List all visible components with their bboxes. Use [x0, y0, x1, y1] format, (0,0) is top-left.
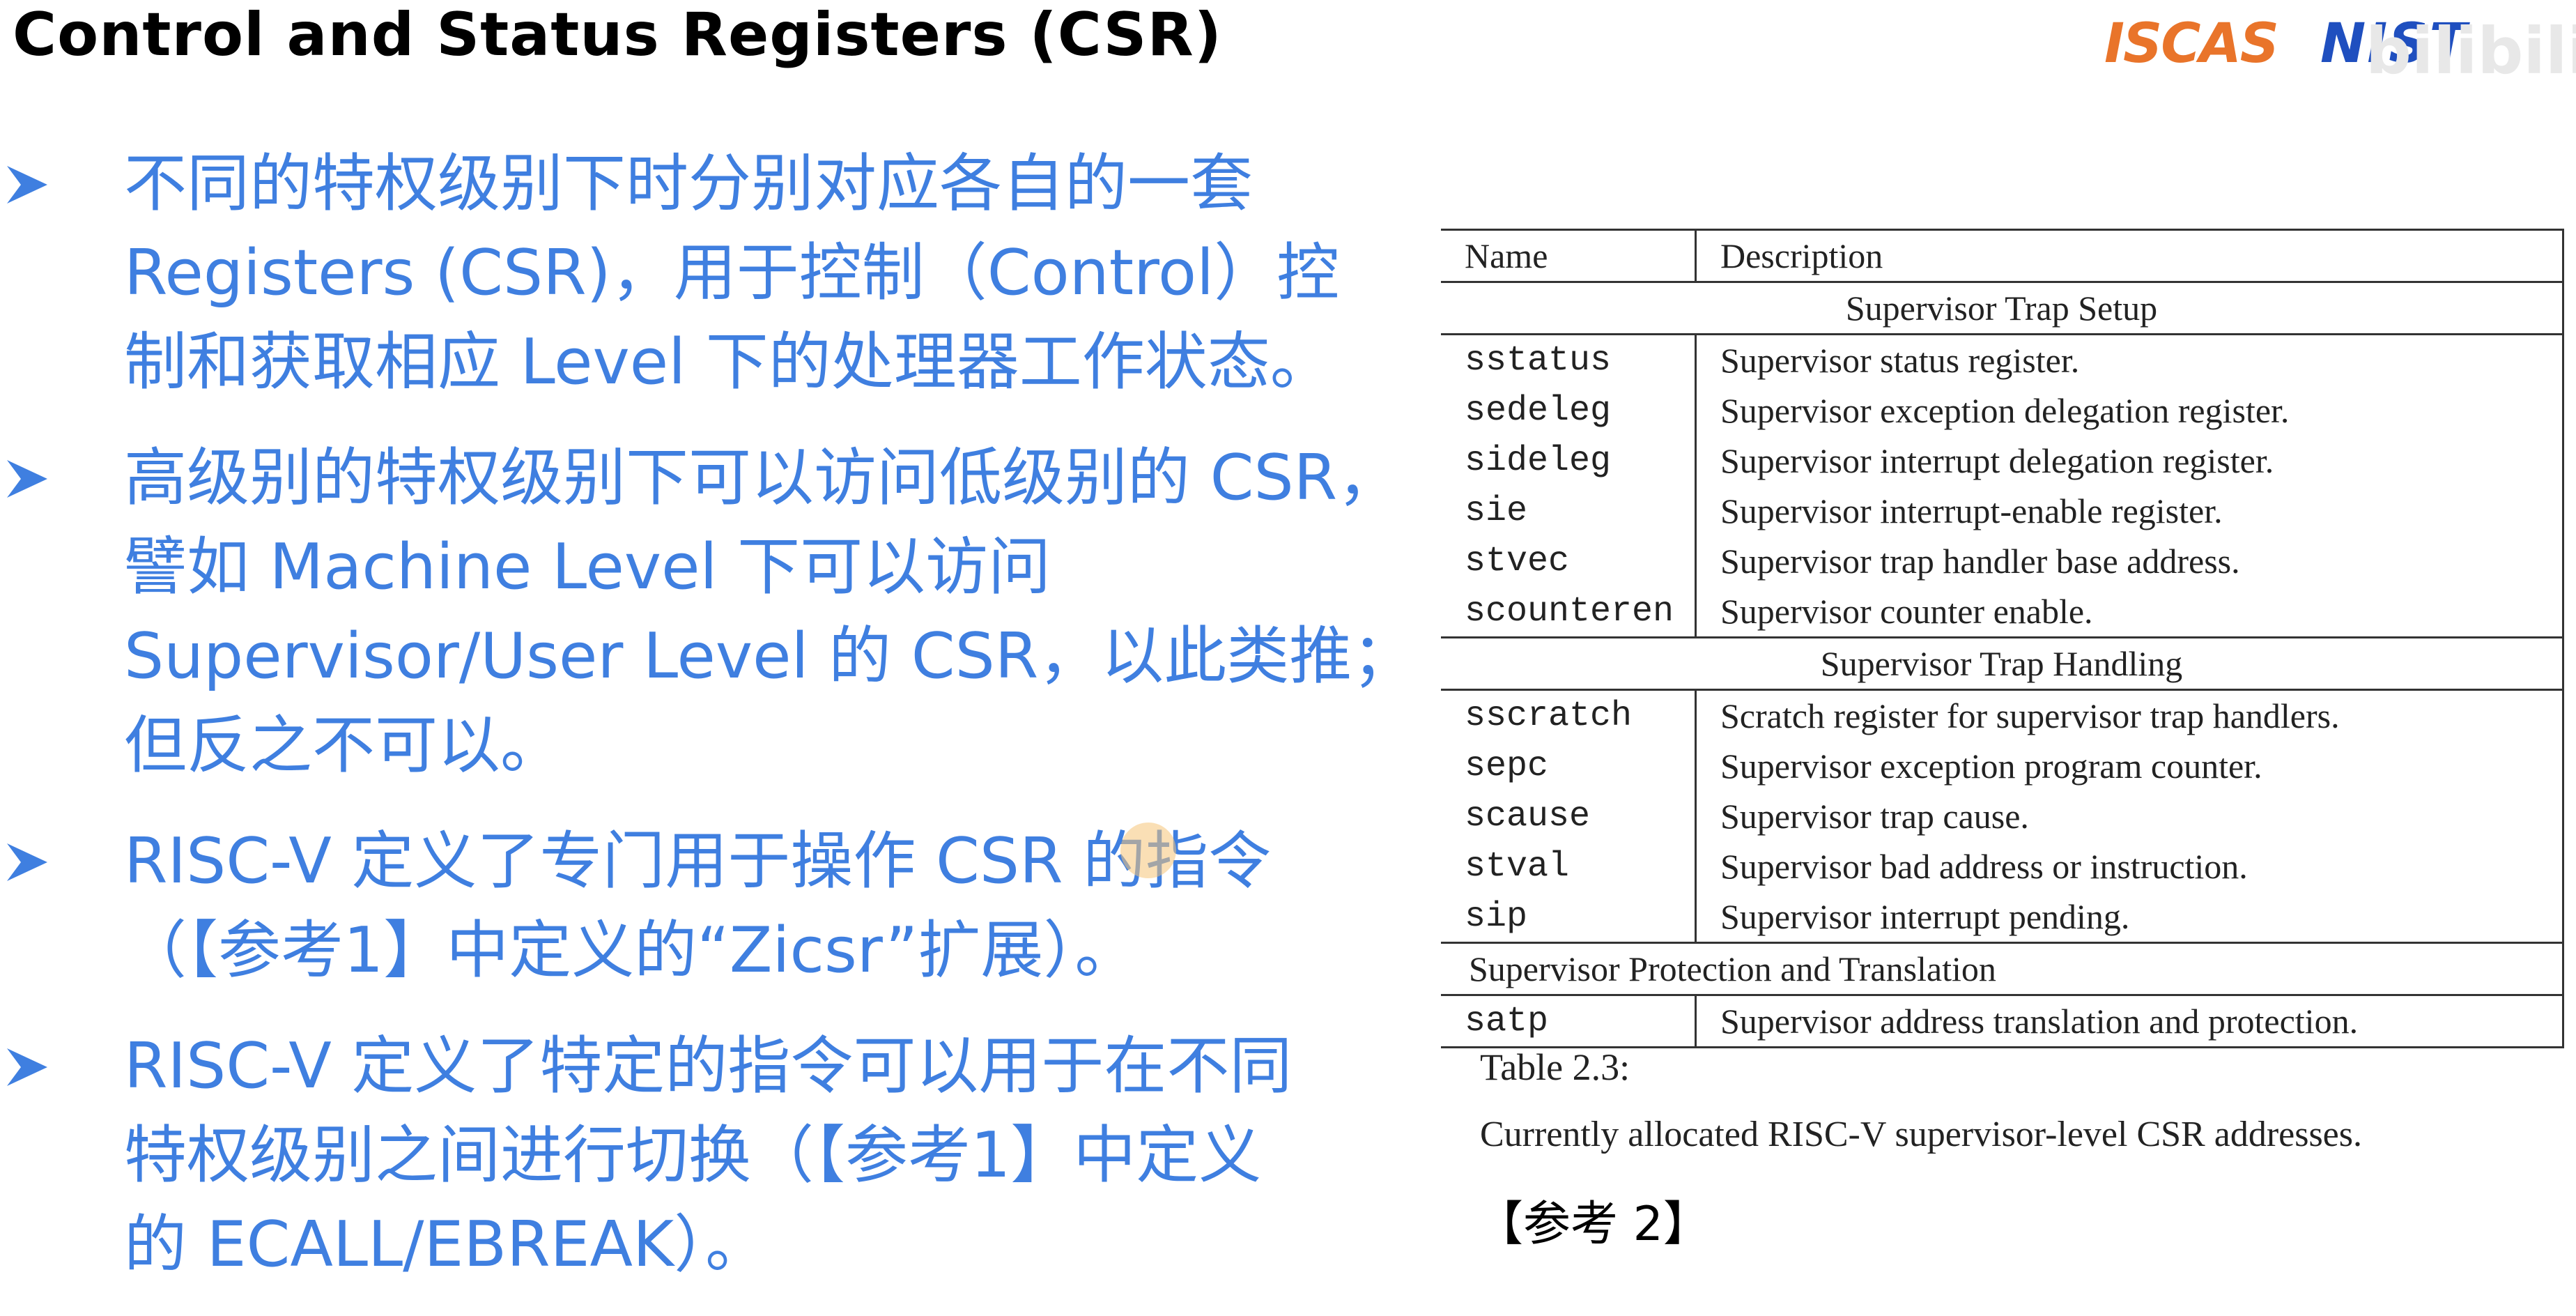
register-name: stvec [1441, 536, 1697, 586]
register-name: sscratch [1441, 689, 1697, 741]
bullet-item: 高级别的特权级别下可以访问低级别的 CSR， 譬如 Machine Level … [0, 434, 1449, 790]
register-description: Supervisor trap cause. [1695, 791, 2564, 841]
register-name: sepc [1441, 741, 1697, 791]
bullet-list: 不同的特权级别下时分别对应各自的一套 Registers (CSR)，用于控制（… [0, 139, 1449, 1316]
bullet-line: RISC-V 定义了专门用于操作 CSR 的指令 [124, 825, 1272, 898]
nist-logo: NIST [2320, 13, 2468, 75]
arrowhead-bullet-icon [7, 460, 47, 498]
bullet-line: 制和获取相应 Level 下的处理器工作状态。 [124, 326, 1333, 399]
register-description: Supervisor address translation and prote… [1695, 995, 2564, 1048]
slide-title: Control and Status Registers (CSR) [13, 0, 1222, 70]
register-description: Supervisor interrupt-enable register. [1695, 486, 2564, 536]
bullet-line: Supervisor/User Level 的 CSR，以此类推； [124, 620, 1415, 693]
table-section-row: Supervisor Trap Setup [1441, 282, 2564, 335]
arrowhead-bullet-icon [7, 843, 47, 881]
iscas-logo: ISCAS [2104, 13, 2279, 75]
register-description: Supervisor bad address or instruction. [1695, 841, 2564, 892]
table-caption-text: Currently allocated RISC-V supervisor-le… [1480, 1115, 2363, 1154]
register-description: Supervisor exception program counter. [1695, 741, 2564, 791]
register-description: Supervisor trap handler base address. [1695, 536, 2564, 586]
register-name: sedeleg [1441, 385, 1697, 436]
column-header-description: Description [1695, 229, 2564, 283]
register-description: Supervisor status register. [1695, 334, 2564, 385]
register-description: Supervisor exception delegation register… [1695, 385, 2564, 436]
register-description: Scratch register for supervisor trap han… [1695, 689, 2564, 741]
bullet-line: 但反之不可以。 [124, 709, 563, 782]
bullet-item: RISC-V 定义了专门用于操作 CSR 的指令 （【参考1】中定义的“Zics… [0, 817, 1449, 995]
register-name: stval [1441, 841, 1697, 892]
bullet-line: 的 ECALL/EBREAK）。 [124, 1208, 769, 1281]
register-name: sstatus [1441, 334, 1697, 385]
register-description: Supervisor interrupt delegation register… [1695, 436, 2564, 486]
table-header-row: Name Description [1441, 229, 2564, 283]
bullet-line: 不同的特权级别下时分别对应各自的一套 [124, 147, 1253, 220]
bullet-line: （【参考1】中定义的“Zicsr”扩展）。 [124, 914, 1138, 987]
register-name: sie [1441, 486, 1697, 536]
bullet-line: Registers (CSR)，用于控制（Control）控 [124, 236, 1340, 309]
register-description: Supervisor counter enable. [1695, 586, 2564, 638]
register-name: scause [1441, 791, 1697, 841]
register-name: satp [1441, 995, 1697, 1048]
section-title: Supervisor Trap Setup [1441, 282, 2564, 335]
csr-table: Name Description Supervisor Trap Setup s… [1441, 229, 2564, 1048]
register-name: scounteren [1441, 586, 1697, 638]
reference-label: 【参考 2】 [1476, 1197, 1711, 1252]
bullet-text: 不同的特权级别下时分别对应各自的一套 Registers (CSR)，用于控制（… [124, 139, 1449, 407]
register-name: sip [1441, 892, 1697, 944]
cursor-highlight [1120, 822, 1176, 878]
bullet-text: 高级别的特权级别下可以访问低级别的 CSR， 譬如 Machine Level … [124, 434, 1449, 790]
bullet-line: 譬如 Machine Level 下可以访问 [124, 530, 1051, 604]
table-caption-label: Table 2.3: [1480, 1046, 1630, 1088]
section-title: Supervisor Trap Handling [1441, 637, 2564, 691]
bullet-line: 高级别的特权级别下可以访问低级别的 CSR， [124, 441, 1401, 514]
table-section-row: Supervisor Protection and Translation [1441, 942, 2564, 996]
bullet-line: RISC-V 定义了特定的指令可以用于在不同 [124, 1030, 1293, 1103]
arrowhead-bullet-icon [7, 1048, 47, 1086]
arrowhead-bullet-icon [7, 166, 47, 204]
bullet-text: RISC-V 定义了专门用于操作 CSR 的指令 （【参考1】中定义的“Zics… [124, 817, 1449, 995]
register-description: Supervisor interrupt pending. [1695, 892, 2564, 944]
bullet-line: 特权级别之间进行切换（【参考1】中定义 [124, 1119, 1262, 1192]
register-name: sideleg [1441, 436, 1697, 486]
bullet-item: 不同的特权级别下时分别对应各自的一套 Registers (CSR)，用于控制（… [0, 139, 1449, 407]
column-header-name: Name [1441, 229, 1697, 283]
bullet-text: RISC-V 定义了特定的指令可以用于在不同 特权级别之间进行切换（【参考1】中… [124, 1022, 1449, 1290]
section-title: Supervisor Protection and Translation [1441, 942, 2564, 996]
bullet-item: RISC-V 定义了特定的指令可以用于在不同 特权级别之间进行切换（【参考1】中… [0, 1022, 1449, 1290]
table-section-row: Supervisor Trap Handling [1441, 637, 2564, 691]
bilibili-watermark: bilibili [2366, 14, 2576, 89]
